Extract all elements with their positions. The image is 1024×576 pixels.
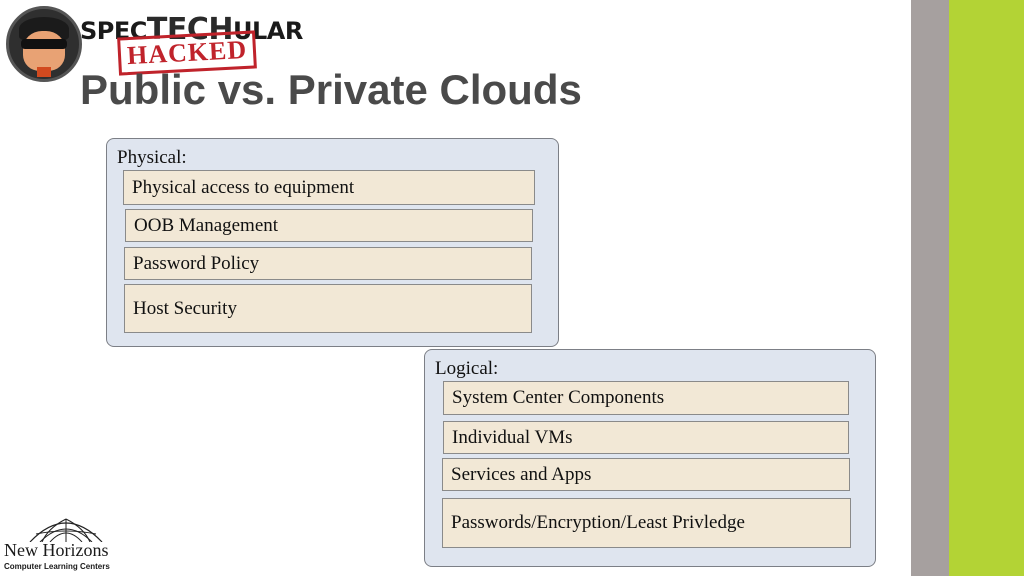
side-stripe-green bbox=[949, 0, 1024, 576]
logical-group: Logical: System Center Components Indivi… bbox=[424, 349, 876, 567]
new-horizons-logo: New Horizons Computer Learning Centers bbox=[4, 516, 128, 574]
slide-title: Public vs. Private Clouds bbox=[80, 66, 582, 113]
globe-icon bbox=[29, 518, 103, 542]
logical-item: Passwords/Encryption/Least Privledge bbox=[442, 498, 851, 548]
physical-group: Physical: Physical access to equipment O… bbox=[106, 138, 559, 347]
physical-item: Password Policy bbox=[124, 247, 532, 280]
logical-item: Individual VMs bbox=[443, 421, 849, 454]
side-stripe-gray bbox=[911, 0, 949, 576]
logical-item: Services and Apps bbox=[442, 458, 850, 491]
logo-brand-text: SPECTECHULAR bbox=[80, 12, 303, 47]
physical-item: Host Security bbox=[124, 284, 532, 333]
physical-group-label: Physical: bbox=[117, 147, 187, 168]
logical-item: System Center Components bbox=[443, 381, 849, 415]
hacker-avatar-icon bbox=[6, 6, 82, 82]
logical-group-label: Logical: bbox=[435, 358, 499, 379]
new-horizons-name: New Horizons bbox=[4, 540, 109, 560]
new-horizons-subtitle: Computer Learning Centers bbox=[4, 562, 110, 571]
physical-item: Physical access to equipment bbox=[123, 170, 535, 205]
physical-item: OOB Management bbox=[125, 209, 533, 242]
spectechular-logo: SPECTECHULAR HACKED bbox=[6, 6, 303, 82]
